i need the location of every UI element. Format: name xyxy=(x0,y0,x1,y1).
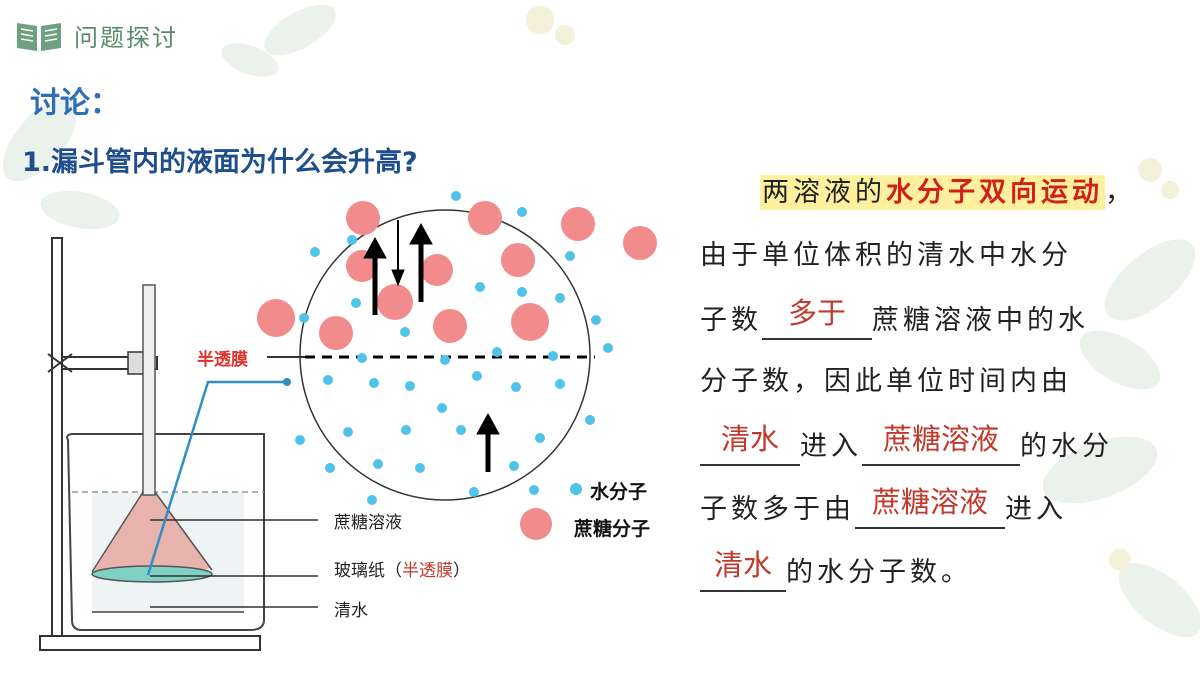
label-cellophane: 玻璃纸（半透膜） xyxy=(334,561,470,581)
blank-2: 清水 xyxy=(700,422,800,466)
magnified-view xyxy=(299,209,591,501)
movement-arrows xyxy=(363,220,500,472)
answer-key-phrase: 水分子双向运动 xyxy=(886,177,1103,208)
legend-sucrose-molecule: 蔗糖分子 xyxy=(574,518,651,540)
blank-5: 清水 xyxy=(700,548,786,592)
answer-line-1-highlight: 两溶液的水分子双向运动 xyxy=(760,175,1105,210)
discuss-heading: 讨论： xyxy=(30,86,120,121)
lab-stand xyxy=(39,237,261,651)
osmosis-diagram xyxy=(39,191,657,651)
blank-1: 多于 xyxy=(762,296,872,340)
section-header: 问题探讨 xyxy=(14,18,178,53)
header-title: 问题探讨 xyxy=(74,24,178,52)
answer-line-5: 清水进入蔗糖溶液的水分 xyxy=(700,422,1113,466)
book-icon xyxy=(17,22,61,51)
water-molecules xyxy=(295,191,613,505)
question-text: 1.漏斗管内的液面为什么会升高? xyxy=(22,147,418,178)
funnel xyxy=(91,284,213,583)
legend-water-dot xyxy=(570,483,582,495)
answer-line-6: 子数多于由蔗糖溶液进入 xyxy=(700,485,1067,529)
membrane-label: 半透膜 xyxy=(197,350,248,370)
legend-sucrose-dot xyxy=(520,508,552,540)
sucrose-molecules xyxy=(257,201,657,350)
answer-line-4: 分子数，因此单位时间内由 xyxy=(700,366,1072,397)
legend-water-molecule: 水分子 xyxy=(590,481,648,503)
blank-4: 蔗糖溶液 xyxy=(855,485,1005,529)
label-cellophane-membrane: 半透膜 xyxy=(402,561,453,581)
answer-line-1: 两溶液的水分子双向运动， xyxy=(760,175,1136,210)
blank-3: 蔗糖溶液 xyxy=(862,422,1020,466)
label-sucrose-solution: 蔗糖溶液 xyxy=(334,513,402,533)
label-water: 清水 xyxy=(334,601,368,621)
answer-line-7: 清水的水分子数。 xyxy=(700,548,972,592)
answer-line-2: 由于单位体积的清水中水分 xyxy=(700,240,1072,271)
answer-line-3: 子数多于蔗糖溶液中的水 xyxy=(700,296,1089,340)
